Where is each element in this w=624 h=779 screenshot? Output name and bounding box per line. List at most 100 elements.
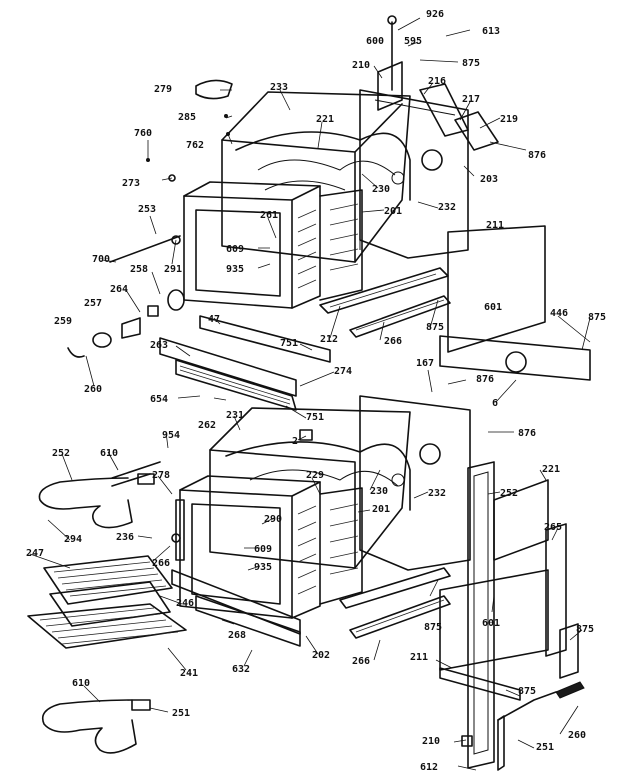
callout-875: 875 bbox=[426, 322, 444, 333]
callout-232: 232 bbox=[428, 488, 446, 499]
callout-610: 610 bbox=[72, 678, 90, 689]
upper-small-parts bbox=[67, 79, 233, 358]
callout-230: 230 bbox=[372, 184, 390, 195]
callout-2: 2 bbox=[292, 436, 298, 447]
control-panel-bar bbox=[159, 315, 331, 411]
callout-230: 230 bbox=[370, 486, 388, 497]
callout-762: 762 bbox=[186, 140, 204, 151]
callout-258: 258 bbox=[130, 264, 148, 275]
callout-261: 261 bbox=[260, 210, 278, 221]
callout-266: 266 bbox=[352, 656, 370, 667]
lower-right-panels bbox=[439, 461, 579, 769]
callout-875: 875 bbox=[518, 686, 536, 697]
callout-247: 247 bbox=[26, 548, 44, 559]
oven-rack bbox=[27, 603, 187, 649]
callout-229: 229 bbox=[306, 470, 324, 481]
callout-210: 210 bbox=[352, 60, 370, 71]
callout-876: 876 bbox=[518, 428, 536, 439]
callout-595: 595 bbox=[404, 36, 422, 47]
callout-253: 253 bbox=[138, 204, 156, 215]
callout-954: 954 bbox=[162, 430, 180, 441]
lower-oven-back-panel bbox=[359, 395, 471, 571]
callout-700: 700 bbox=[92, 254, 110, 265]
callout-274: 274 bbox=[334, 366, 352, 377]
upper-oven-back-panel bbox=[359, 89, 469, 259]
callout-260: 260 bbox=[568, 730, 586, 741]
callout-601: 601 bbox=[484, 302, 502, 313]
upper-right-side-panel bbox=[439, 225, 591, 381]
callout-875: 875 bbox=[576, 624, 594, 635]
bake-element-upper bbox=[38, 477, 133, 529]
callout-236: 236 bbox=[116, 532, 134, 543]
callout-278: 278 bbox=[152, 470, 170, 481]
callout-263: 263 bbox=[150, 340, 168, 351]
upper-oven-cavity bbox=[221, 91, 411, 263]
callout-251: 251 bbox=[536, 742, 554, 753]
callout-210: 210 bbox=[422, 736, 440, 747]
broiler-pan bbox=[43, 555, 173, 627]
callout-259: 259 bbox=[54, 316, 72, 327]
callout-264: 264 bbox=[110, 284, 128, 295]
callout-600: 600 bbox=[366, 36, 384, 47]
callout-654: 654 bbox=[150, 394, 168, 405]
callout-221: 221 bbox=[542, 464, 560, 475]
callout-217: 217 bbox=[462, 94, 480, 105]
callout-211: 211 bbox=[486, 220, 504, 231]
callout-751: 751 bbox=[306, 412, 324, 423]
callout-262: 262 bbox=[198, 420, 216, 431]
callout-610: 610 bbox=[100, 448, 118, 459]
callout-876: 876 bbox=[528, 150, 546, 161]
callout-290: 290 bbox=[264, 514, 282, 525]
callout-251: 251 bbox=[172, 708, 190, 719]
callout-246: 246 bbox=[176, 598, 194, 609]
bake-element-lower bbox=[41, 699, 151, 754]
callout-202: 202 bbox=[312, 650, 330, 661]
callout-273: 273 bbox=[122, 178, 140, 189]
lower-small-parts bbox=[111, 429, 585, 771]
callout-47: 47 bbox=[208, 314, 220, 325]
callout-257: 257 bbox=[84, 298, 102, 309]
callout-291: 291 bbox=[164, 264, 182, 275]
callout-875: 875 bbox=[588, 312, 606, 323]
callout-241: 241 bbox=[180, 668, 198, 679]
callout-260: 260 bbox=[84, 384, 102, 395]
callout-751: 751 bbox=[280, 338, 298, 349]
callout-167: 167 bbox=[416, 358, 434, 369]
callout-875: 875 bbox=[462, 58, 480, 69]
lower-oven-door-frame bbox=[179, 475, 363, 619]
callout-labels: 926 613 600 595 875 210 216 279 233 217 … bbox=[26, 9, 606, 773]
callout-216: 216 bbox=[428, 76, 446, 87]
callout-252: 252 bbox=[52, 448, 70, 459]
callout-632: 632 bbox=[232, 664, 250, 675]
upper-trim-rails bbox=[319, 267, 451, 338]
callout-446: 446 bbox=[550, 308, 568, 319]
callout-935: 935 bbox=[226, 264, 244, 275]
callout-6: 6 bbox=[492, 398, 498, 409]
callout-266: 266 bbox=[384, 336, 402, 347]
callout-232: 232 bbox=[438, 202, 456, 213]
callout-252: 252 bbox=[500, 488, 518, 499]
callout-201: 201 bbox=[384, 206, 402, 217]
callout-219: 219 bbox=[500, 114, 518, 125]
callout-233: 233 bbox=[270, 82, 288, 93]
callout-613: 613 bbox=[482, 26, 500, 37]
callout-935: 935 bbox=[254, 562, 272, 573]
callout-279: 279 bbox=[154, 84, 172, 95]
callout-601: 601 bbox=[482, 618, 500, 629]
callout-926: 926 bbox=[426, 9, 444, 20]
callout-294: 294 bbox=[64, 534, 82, 545]
callout-265: 265 bbox=[544, 522, 562, 533]
callout-201: 201 bbox=[372, 504, 390, 515]
callout-266: 266 bbox=[152, 558, 170, 569]
callout-875: 875 bbox=[424, 622, 442, 633]
callout-760: 760 bbox=[134, 128, 152, 139]
leader-lines bbox=[29, 17, 591, 771]
callout-268: 268 bbox=[228, 630, 246, 641]
callout-212: 212 bbox=[320, 334, 338, 345]
callout-609: 609 bbox=[254, 544, 272, 555]
callout-221: 221 bbox=[316, 114, 334, 125]
callout-231: 231 bbox=[226, 410, 244, 421]
upper-oven-door-frame bbox=[183, 181, 363, 309]
lower-bottom-trim bbox=[171, 567, 451, 647]
